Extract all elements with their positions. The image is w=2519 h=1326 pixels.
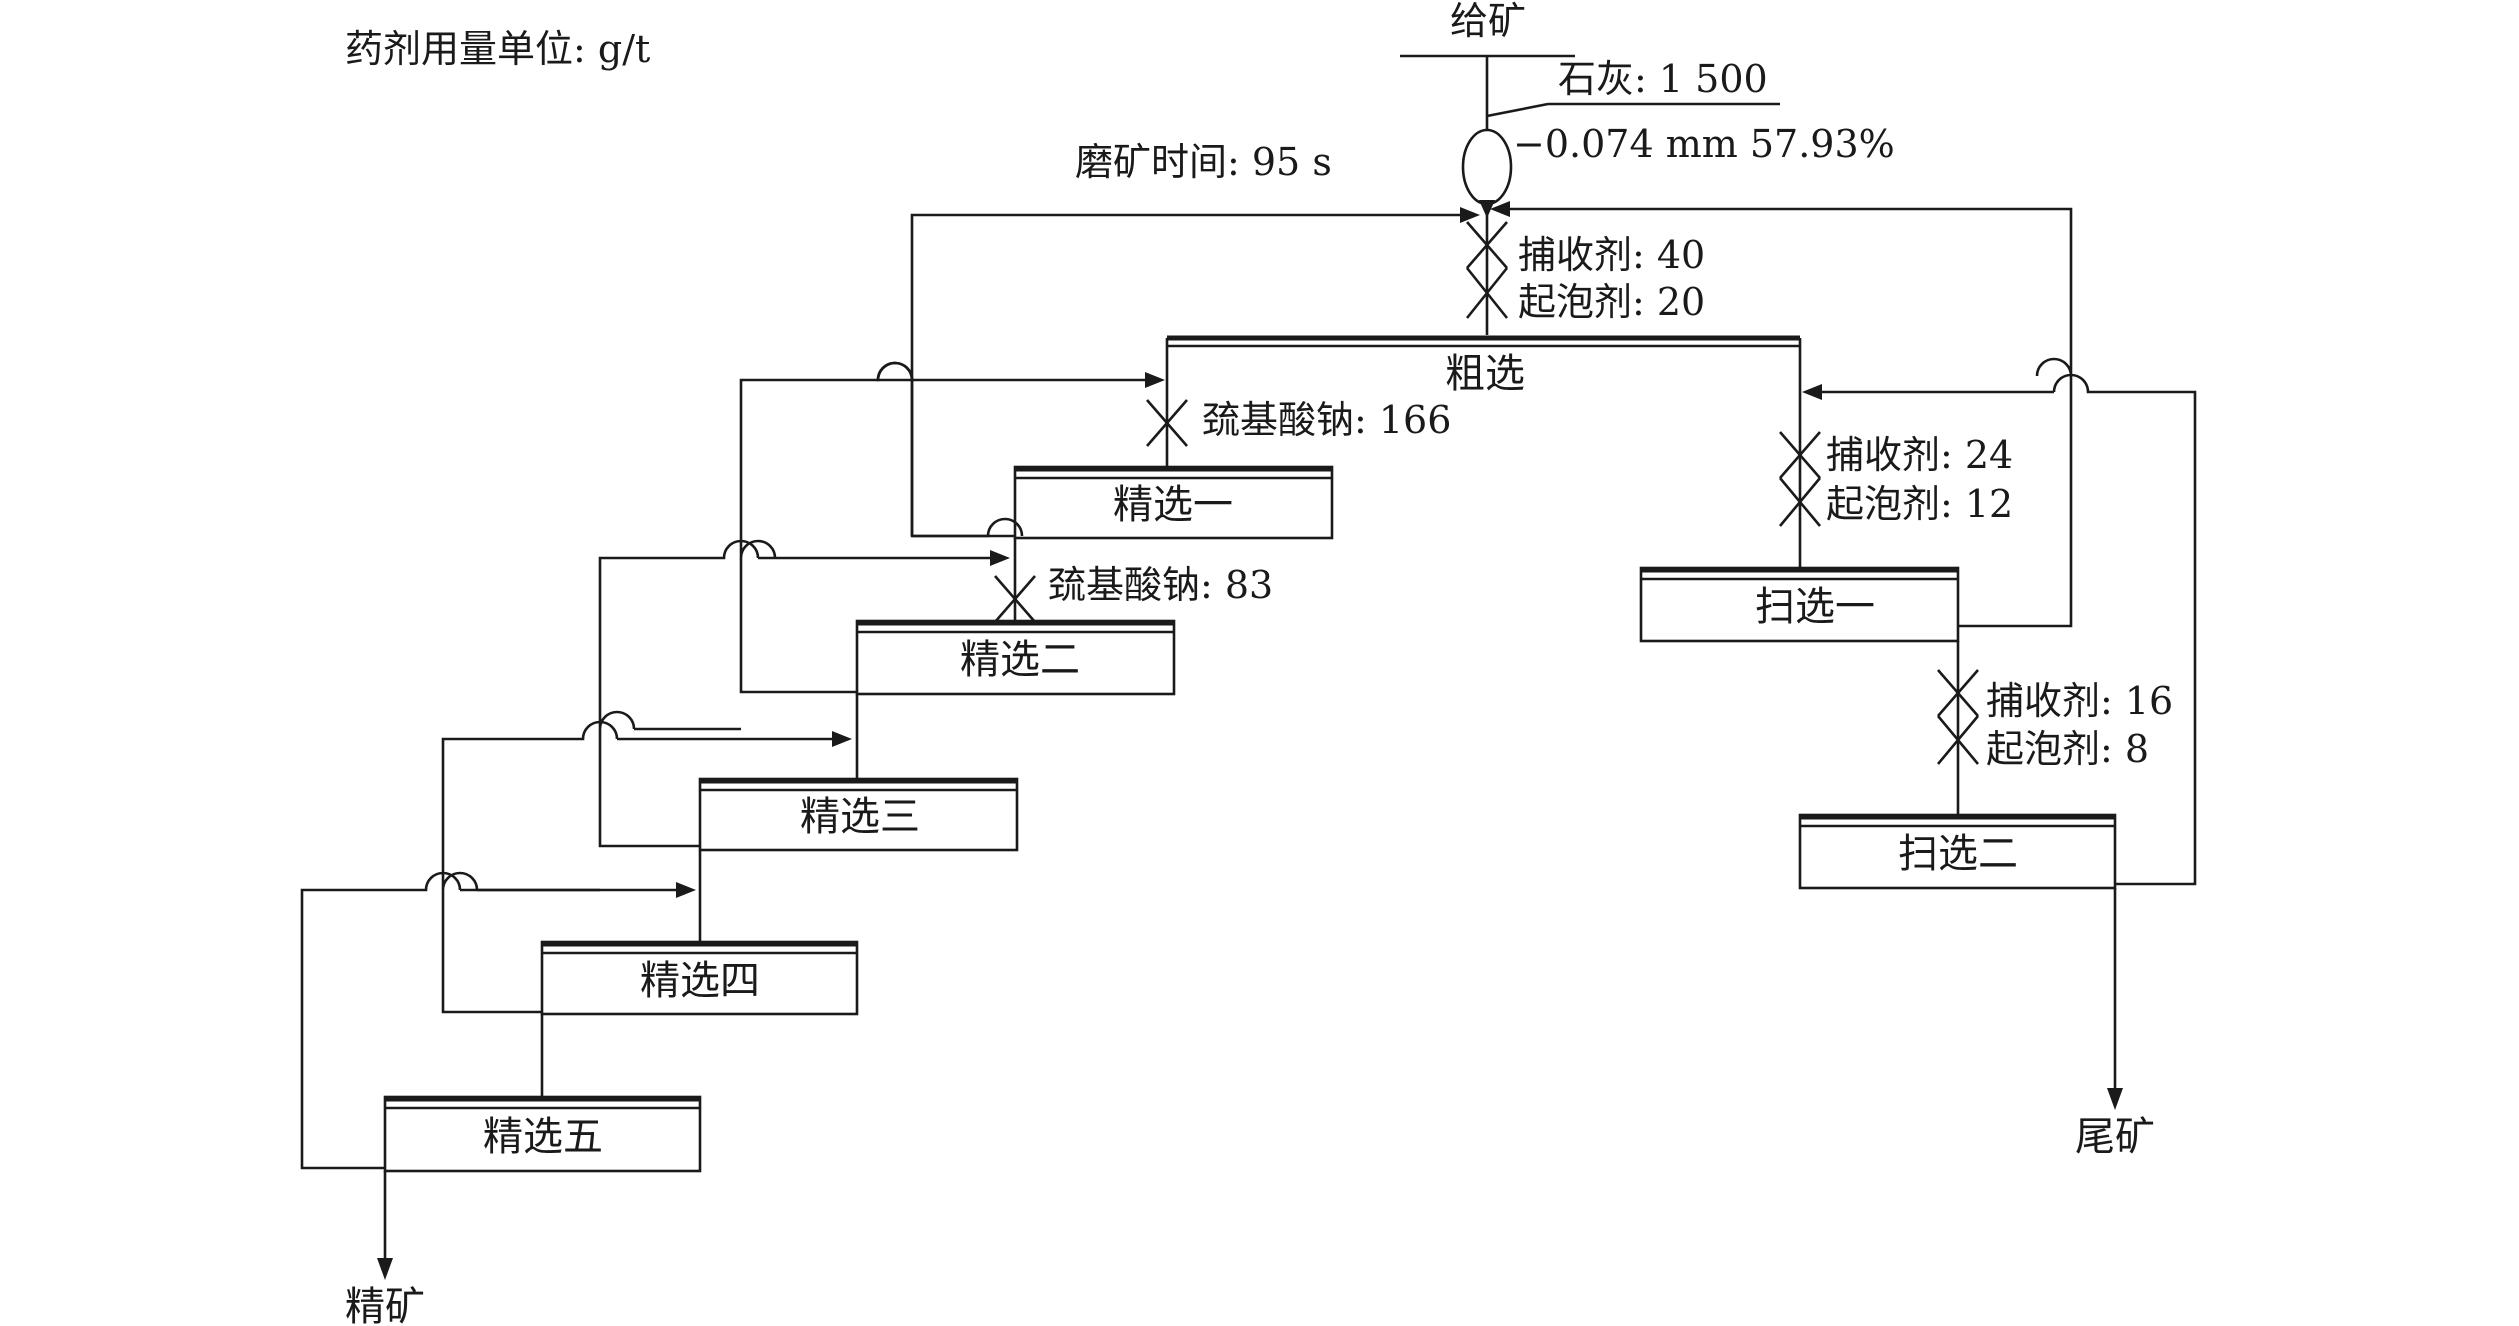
cleaner1-label: 精选一 — [1113, 482, 1233, 528]
cleaner3-label: 精选三 — [800, 794, 920, 840]
scavenger2-label: 扫选二 — [1898, 831, 2018, 877]
rougher-collector-label: 捕收剂: 40 — [1518, 233, 1705, 277]
scavenger1-label: 扫选一 — [1755, 584, 1875, 630]
cleaner4-label: 精选四 — [640, 958, 760, 1004]
rougher-frother-label: 起泡剂: 20 — [1518, 280, 1705, 324]
cleaner5-cell — [383, 1095, 702, 1173]
reagent-unit-note: 药剂用量单位: g/t — [345, 27, 650, 71]
cleaner2-label: 精选二 — [960, 637, 1080, 683]
scavenger1-frother-label: 起泡剂: 12 — [1826, 482, 2013, 526]
scavenger2-collector-label: 捕收剂: 16 — [1986, 679, 2173, 723]
cleaner5-label: 精选五 — [483, 1114, 603, 1160]
cleaner1-depressant-label: 巯基酸钠: 166 — [1202, 398, 1451, 442]
grinding-mill-symbol — [1461, 128, 1513, 206]
feed-label: 给矿 — [1450, 0, 1526, 43]
grind-fineness: −0.074 mm 57.93% — [1513, 122, 1895, 166]
scavenger2-frother-label: 起泡剂: 8 — [1986, 727, 2149, 771]
scavenger1-collector-label: 捕收剂: 24 — [1826, 433, 2013, 477]
concentrate-label: 精矿 — [345, 1284, 425, 1326]
rougher-label: 粗选 — [1445, 351, 1525, 397]
grind-time: 磨矿时间: 95 s — [1075, 140, 1332, 184]
lime-dosage: 石灰: 1 500 — [1558, 57, 1768, 101]
cleaner2-depressant-label: 巯基酸钠: 83 — [1048, 563, 1273, 607]
tailings-label: 尾矿 — [2075, 1114, 2155, 1160]
